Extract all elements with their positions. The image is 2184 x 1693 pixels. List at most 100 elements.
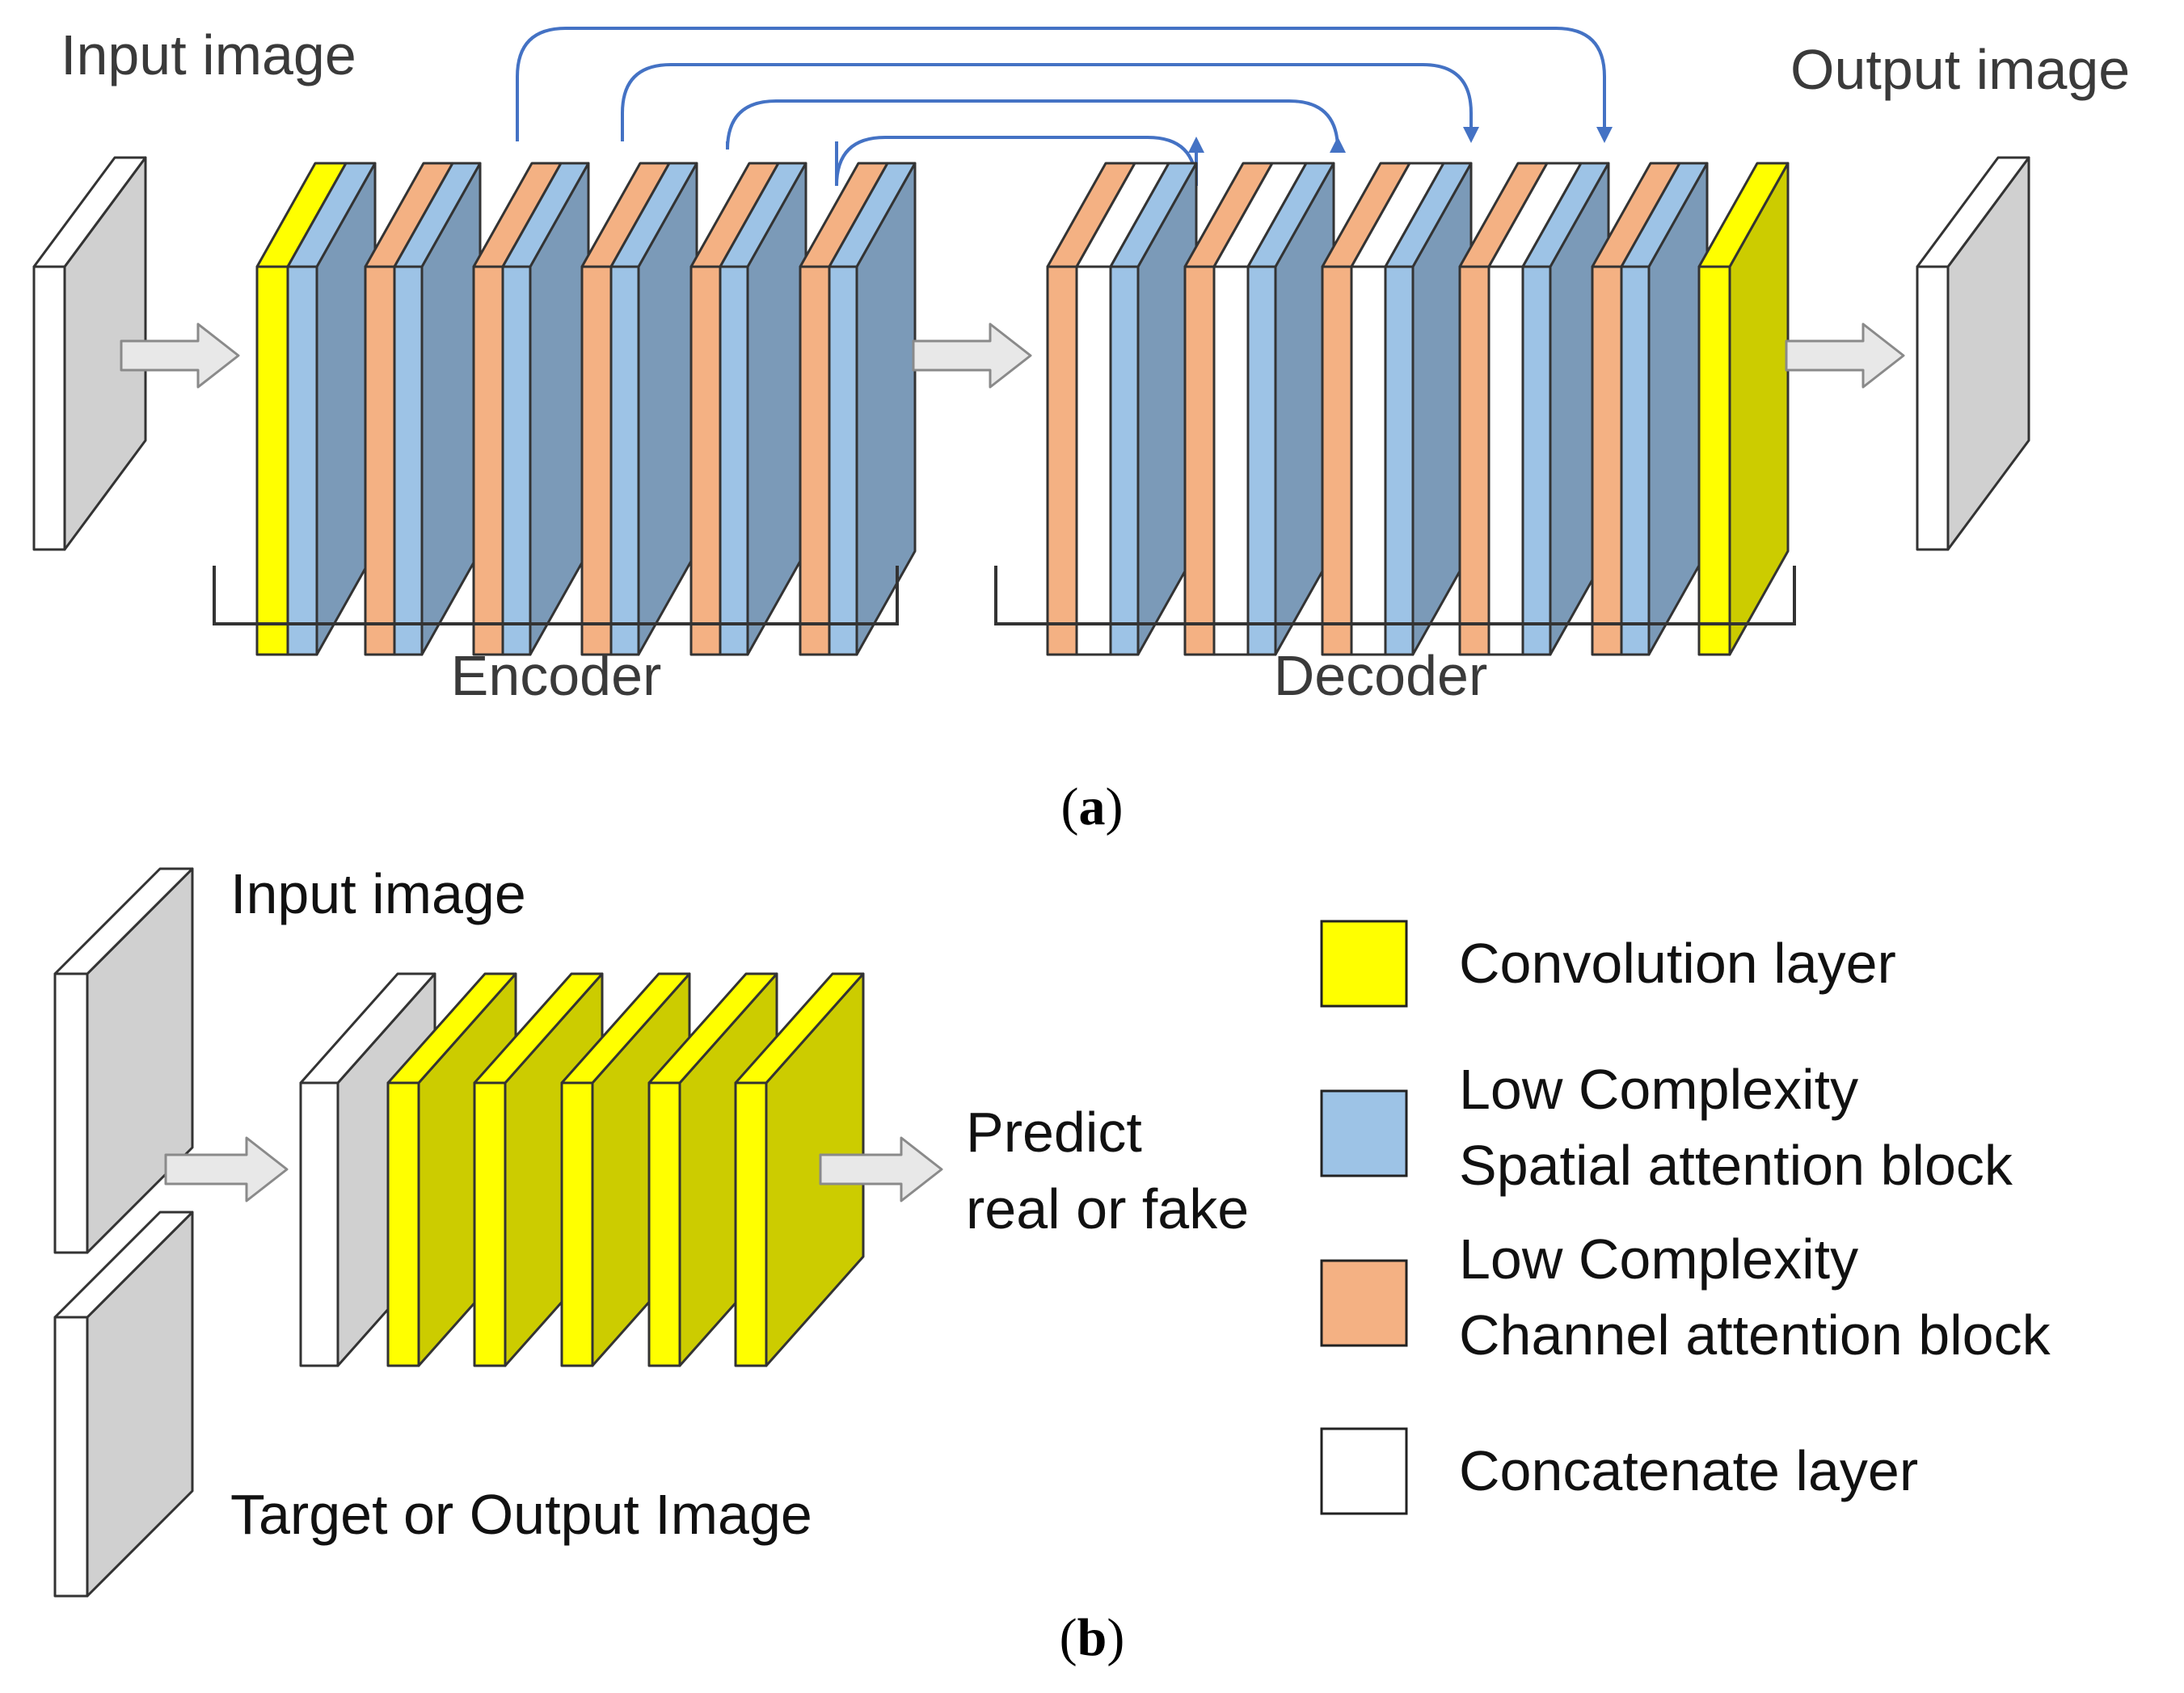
output-conv-block (1697, 162, 1790, 656)
conv-layer-b-5 (734, 972, 865, 1367)
conv-layer-b-4-front (647, 1081, 681, 1367)
legend-swatch-conv (1320, 920, 1408, 1008)
input-image-label: Input image (61, 23, 356, 86)
legend-swatch-channel (1320, 1259, 1408, 1347)
encoder-block-4-layer-1 (609, 162, 698, 656)
encoder-bracket (213, 566, 899, 625)
encoder-block-4-layer-1-front (609, 265, 640, 656)
output-conv-block-layer-0-front (1697, 265, 1731, 656)
decoder-block-1-layer-0-front (1046, 265, 1078, 656)
output-conv-block-layer-0 (1697, 162, 1790, 656)
decoder-block-4-layer-0-front (1458, 265, 1490, 656)
encoder-block-5-layer-1 (719, 162, 807, 656)
encoder-block-1-layer-0-front (255, 265, 289, 656)
target-image-plate-b-front (53, 1316, 89, 1598)
encoder-block-1 (255, 162, 377, 656)
encoder-block-6-layer-0-front (799, 265, 831, 656)
legend-label-spatial-0: Low Complexity (1459, 1058, 1858, 1121)
flow-arrows-b (164, 1136, 943, 1202)
discriminator-blocks (53, 867, 865, 1598)
skip-connection-3 (726, 99, 1346, 153)
encoder-block-2-layer-1 (393, 162, 482, 656)
encoder-block-3 (472, 162, 590, 656)
encoder-block-2 (364, 162, 482, 656)
output-image-label: Output image (1790, 38, 2130, 101)
decoder-block-2 (1183, 162, 1335, 656)
legend-label-channel-0: Low Complexity (1459, 1228, 1858, 1291)
caption-b: (b) (1060, 1608, 1125, 1667)
conv-layer-b-3-front (560, 1081, 594, 1367)
encoder-block-6-layer-1 (828, 162, 917, 656)
concat-layer-b-front (299, 1081, 339, 1367)
decoder-block-2-layer-2-front (1246, 265, 1277, 656)
legend-swatch-spatial (1320, 1089, 1408, 1177)
encoder-block-5-layer-0-front (689, 265, 722, 656)
legend-item-concat: Concatenate layer (1320, 1427, 1918, 1515)
skip-connection-2 (621, 63, 1479, 143)
input-image-plate-b (53, 867, 194, 1254)
input-image-label-b: Input image (230, 862, 526, 925)
legend-label-concat-0: Concatenate layer (1459, 1439, 1918, 1502)
decoder-block-5-layer-1-front (1620, 265, 1651, 656)
encoder-block-2-layer-1-front (393, 265, 424, 656)
decoder-block-4-layer-1-front (1487, 265, 1524, 656)
encoder-block-5-layer-1-front (719, 265, 749, 656)
input-image-plate-b-front (53, 972, 89, 1254)
caption-a: (a) (1061, 777, 1124, 836)
encoder-block-1-layer-1 (286, 162, 377, 656)
decoder-block-1-layer-2-front (1109, 265, 1140, 656)
encoder-block-3-layer-1-front (501, 265, 532, 656)
encoder-block-4-layer-0-front (580, 265, 613, 656)
legend-label-channel-1: Channel attention block (1459, 1303, 2051, 1367)
encoder-block-5 (689, 162, 807, 656)
target-image-label: Target or Output Image (230, 1483, 812, 1546)
decoder-block-1 (1046, 162, 1198, 656)
decoder-block-1-layer-1-front (1075, 265, 1112, 656)
decoder-block-3-layer-0-front (1321, 265, 1353, 656)
decoder-block-2-layer-1-front (1212, 265, 1250, 656)
decoder-block-3 (1321, 162, 1473, 656)
decoder-block-5 (1591, 162, 1709, 656)
decoder-label: Decoder (1274, 644, 1488, 707)
decoder-block-4 (1458, 162, 1610, 656)
encoder-block-4 (580, 162, 698, 656)
flow-arrow-b-output (819, 1136, 943, 1202)
encoder-block-3-layer-1 (501, 162, 590, 656)
output-image-plate (1916, 156, 2030, 551)
encoder-label: Encoder (451, 644, 662, 707)
encoder-block-3-layer-0-front (472, 265, 504, 656)
predict-label: Predict (966, 1101, 1142, 1164)
flow-arrow-b-input (164, 1136, 289, 1202)
encoder-block-6 (799, 162, 917, 656)
decoder-block-3-layer-1-front (1350, 265, 1387, 656)
encoder-block-1-layer-1-front (286, 265, 318, 656)
output-image-plate-front (1916, 265, 1950, 551)
conv-layer-b-1-front (386, 1081, 420, 1367)
decoder-block-4-layer-2-front (1521, 265, 1552, 656)
flow-arrow-input (120, 322, 240, 389)
input-image-plate (32, 156, 147, 551)
flow-arrow-output (1785, 322, 1905, 389)
target-image-plate-b (53, 1211, 194, 1598)
panel-b: Input image Target or Output Image Predi… (53, 862, 2051, 1667)
decoder-block-1-layer-2 (1109, 162, 1198, 656)
decoder-block-5-layer-0-front (1591, 265, 1623, 656)
legend-item-conv: Convolution layer (1320, 920, 1896, 1008)
decoder-block-2-layer-2 (1246, 162, 1335, 656)
decoder-block-2-layer-0-front (1183, 265, 1216, 656)
decoder-bracket (994, 566, 1796, 625)
flow-arrows (120, 322, 1905, 389)
flow-arrow-bottleneck (912, 322, 1032, 389)
decoder-block-3-layer-2 (1384, 162, 1473, 656)
conv-layer-b-2-front (473, 1081, 507, 1367)
skip-connection-1 (516, 27, 1613, 143)
conv-layer-b-5-front (734, 1081, 768, 1367)
input-image-plate-front (32, 265, 66, 551)
legend-label-conv-0: Convolution layer (1459, 932, 1896, 995)
legend-label-spatial-1: Spatial attention block (1459, 1134, 2013, 1197)
generator-blocks (32, 156, 2030, 656)
